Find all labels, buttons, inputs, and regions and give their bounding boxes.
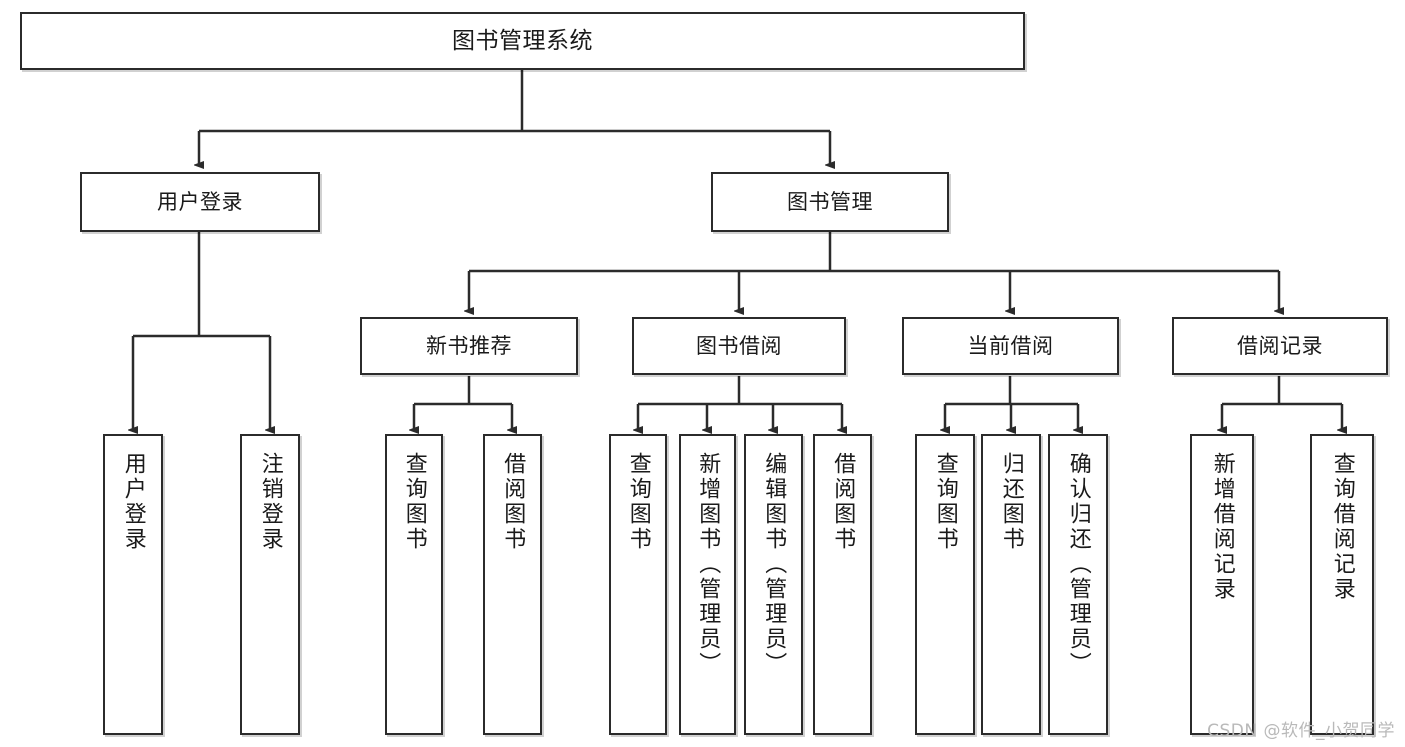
node-label: 新书推荐 [426, 333, 512, 358]
node-label: 查询图书 [932, 452, 958, 552]
node-label: 借阅记录 [1237, 333, 1323, 358]
leaf-borrow-add-book-admin[interactable]: 新增图书（管理员） [679, 434, 736, 735]
node-book-borrow[interactable]: 图书借阅 [632, 317, 846, 375]
node-label: 新增图书（管理员） [695, 452, 721, 677]
node-label: 新增借阅记录 [1209, 452, 1235, 602]
csdn-watermark: CSDN @软件_小贺同学 [1207, 721, 1395, 741]
leaf-user-login-logout[interactable]: 注销登录 [240, 434, 300, 735]
node-label: 确认归还（管理员） [1065, 452, 1091, 677]
node-label: 借阅图书 [830, 452, 856, 552]
node-label: 查询借阅记录 [1329, 452, 1355, 602]
leaf-user-login-login[interactable]: 用户登录 [103, 434, 163, 735]
node-label: 归还图书 [998, 452, 1024, 552]
node-user-login[interactable]: 用户登录 [80, 172, 320, 232]
node-book-management[interactable]: 图书管理 [711, 172, 949, 232]
node-current-borrow[interactable]: 当前借阅 [902, 317, 1119, 375]
node-label: 用户登录 [157, 189, 243, 214]
node-root-book-management-system[interactable]: 图书管理系统 [20, 12, 1025, 70]
leaf-current-confirm-return-admin[interactable]: 确认归还（管理员） [1048, 434, 1108, 735]
leaf-current-query-book[interactable]: 查询图书 [915, 434, 975, 735]
node-label: 图书管理 [787, 189, 873, 214]
leaf-borrow-query-book[interactable]: 查询图书 [609, 434, 667, 735]
node-label: 查询图书 [625, 452, 651, 552]
node-label: 用户登录 [120, 452, 146, 552]
node-label: 编辑图书（管理员） [761, 452, 787, 677]
leaf-borrow-borrow-book[interactable]: 借阅图书 [813, 434, 872, 735]
node-label: 借阅图书 [500, 452, 526, 552]
node-label: 当前借阅 [967, 333, 1054, 358]
node-label: 图书管理系统 [452, 27, 593, 54]
node-label: 注销登录 [257, 452, 283, 552]
leaf-record-add-record[interactable]: 新增借阅记录 [1190, 434, 1254, 735]
leaf-new-book-query[interactable]: 查询图书 [385, 434, 443, 735]
leaf-new-book-borrow[interactable]: 借阅图书 [483, 434, 542, 735]
node-label: 查询图书 [401, 452, 427, 552]
node-borrow-record[interactable]: 借阅记录 [1172, 317, 1388, 375]
leaf-borrow-edit-book-admin[interactable]: 编辑图书（管理员） [744, 434, 803, 735]
node-new-book-recommend[interactable]: 新书推荐 [360, 317, 578, 375]
node-label: 图书借阅 [696, 333, 782, 358]
leaf-current-return-book[interactable]: 归还图书 [981, 434, 1041, 735]
leaf-record-query-record[interactable]: 查询借阅记录 [1310, 434, 1374, 735]
